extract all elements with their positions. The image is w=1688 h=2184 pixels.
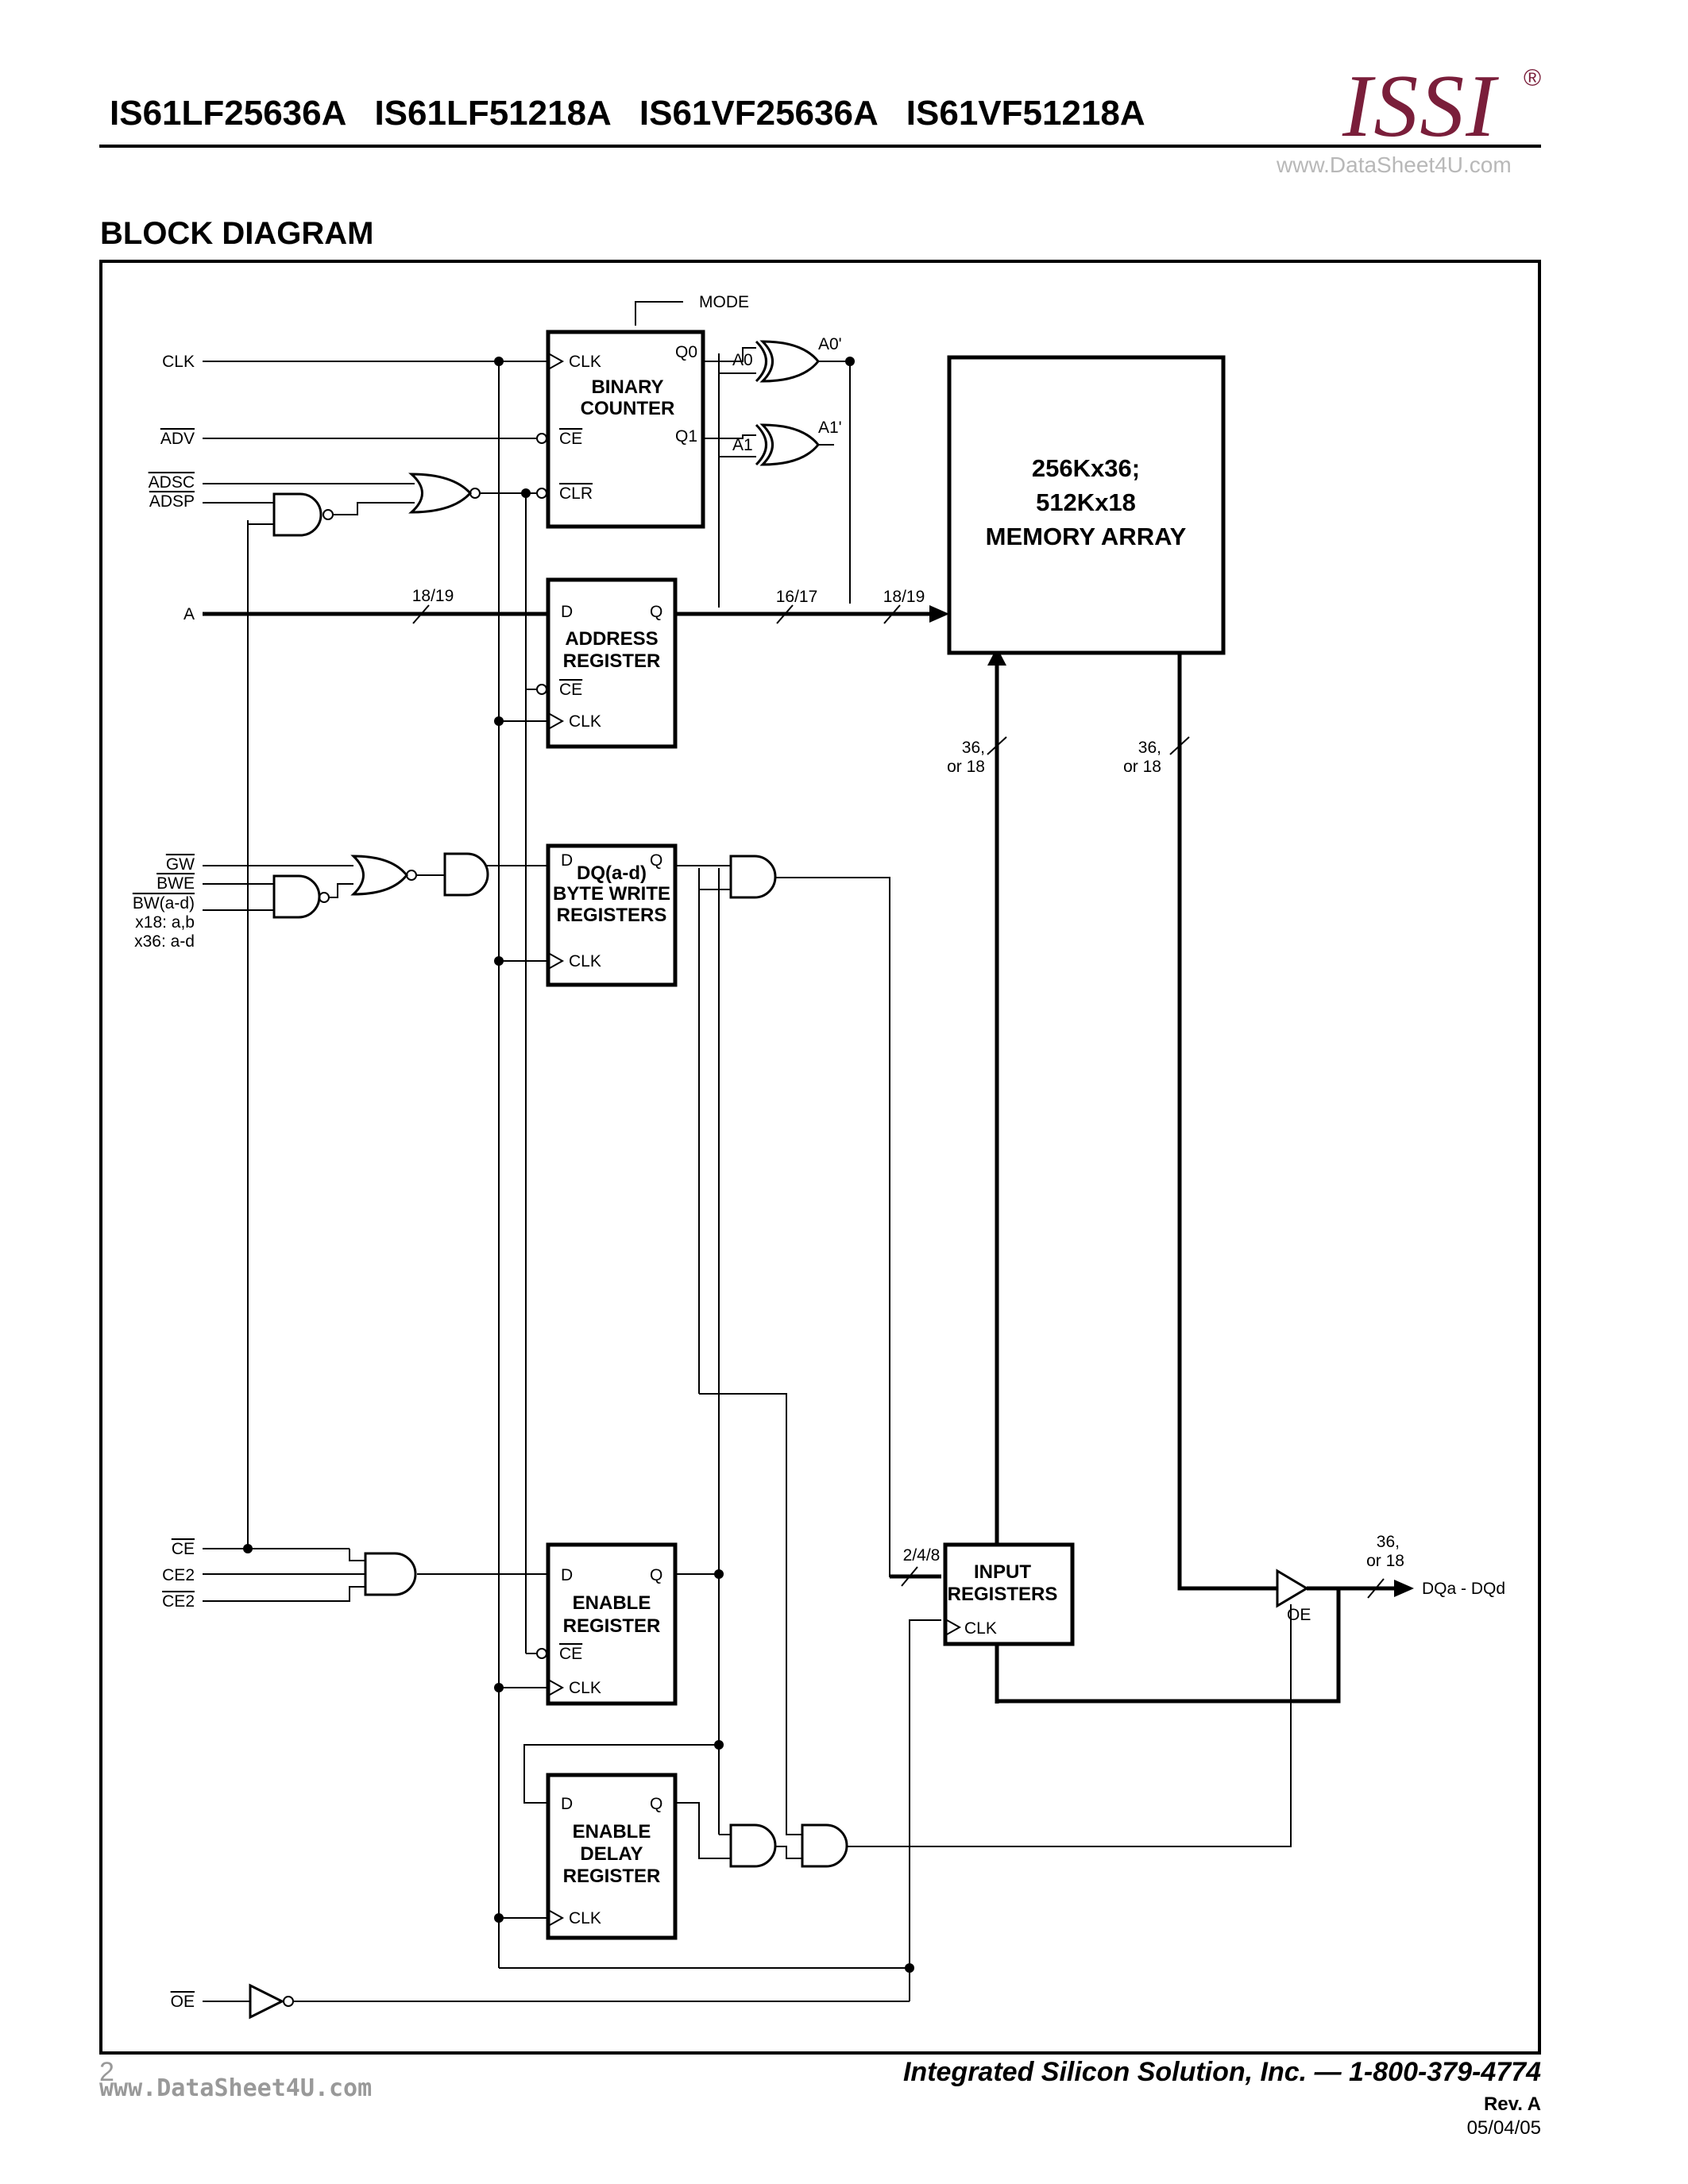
counter-ce-pin: CE bbox=[559, 430, 582, 448]
en-q-pin: Q bbox=[650, 1566, 662, 1584]
addr-d-pin: D bbox=[561, 603, 573, 621]
ce-input-label: CE bbox=[172, 1540, 195, 1558]
bus-in-width-2: or 18 bbox=[947, 758, 985, 776]
counter-clk-pin: CLK bbox=[569, 353, 601, 371]
addr-clk-pin: CLK bbox=[569, 712, 601, 731]
section-title: BLOCK DIAGRAM bbox=[100, 216, 374, 251]
ed-q-pin: Q bbox=[650, 1795, 662, 1813]
en-title-2: REGISTER bbox=[563, 1615, 661, 1637]
bw-input-label: BW(a-d) bbox=[133, 894, 195, 913]
oe-buffer-label: OE bbox=[1287, 1606, 1311, 1624]
counter-title-2: COUNTER bbox=[581, 398, 675, 419]
issi-logo: ISSI bbox=[1342, 57, 1497, 156]
mode-label: MODE bbox=[699, 293, 749, 311]
revision-date: 05/04/05 bbox=[1466, 2117, 1541, 2139]
bus-dq-width-1: 36, bbox=[1377, 1533, 1400, 1551]
ed-title-3: REGISTER bbox=[563, 1866, 661, 1887]
bw-q-pin: Q bbox=[650, 851, 662, 870]
bus-dq-width-2: or 18 bbox=[1366, 1552, 1404, 1570]
ed-title-1: ENABLE bbox=[573, 1821, 651, 1843]
addr-title-2: REGISTER bbox=[563, 650, 661, 672]
counter-clr-pin: CLR bbox=[559, 484, 593, 503]
page-number: 2 bbox=[99, 2057, 114, 2087]
watermark-top: www.DataSheet4U.com bbox=[1277, 152, 1512, 177]
bus-in-width-1: 36, bbox=[962, 739, 985, 757]
bus-a-width: 18/19 bbox=[412, 587, 454, 605]
bw-title-2: BYTE WRITE bbox=[553, 883, 670, 905]
addr-title-1: ADDRESS bbox=[565, 628, 658, 650]
addr-q-pin: Q bbox=[650, 603, 662, 621]
diagram-frame bbox=[99, 260, 1541, 2055]
en-d-pin: D bbox=[561, 1566, 573, 1584]
bwe-input-label: BWE bbox=[156, 874, 195, 893]
mem-title-3: MEMORY ARRAY bbox=[986, 523, 1187, 550]
adv-input-label: ADV bbox=[160, 430, 195, 448]
mem-title-1: 256Kx36; bbox=[1032, 454, 1140, 482]
a0-prime-label: A0' bbox=[818, 335, 842, 353]
mem-title-2: 512Kx18 bbox=[1036, 488, 1136, 516]
inreg-title-1: INPUT bbox=[974, 1561, 1031, 1583]
bus-out-width-1: 36, bbox=[1138, 739, 1161, 757]
bus-out-width-2: or 18 bbox=[1123, 758, 1161, 776]
gw-input-label: GW bbox=[166, 855, 195, 874]
bw-title-1: DQ(a-d) bbox=[577, 862, 647, 884]
dq-output-label: DQa - DQd bbox=[1422, 1580, 1505, 1598]
watermark-bottom: www.DataSheet4U.com bbox=[99, 2074, 373, 2102]
a1-prime-label: A1' bbox=[818, 419, 842, 437]
addr-ce-pin: CE bbox=[559, 681, 582, 699]
bus-q-width: 16/17 bbox=[776, 588, 818, 606]
company-contact: Integrated Silicon Solution, Inc. — 1-80… bbox=[902, 2057, 1541, 2087]
inreg-clk-pin: CLK bbox=[964, 1619, 997, 1638]
ed-d-pin: D bbox=[561, 1795, 573, 1813]
en-title-1: ENABLE bbox=[573, 1592, 651, 1614]
registered-mark: ® bbox=[1524, 65, 1542, 91]
clk-input-label: CLK bbox=[162, 353, 195, 371]
en-clk-pin: CLK bbox=[569, 1679, 601, 1697]
x18-note: x18: a,b bbox=[135, 913, 195, 932]
revision: Rev. A bbox=[1483, 2093, 1541, 2115]
counter-q1-pin: Q1 bbox=[675, 427, 697, 446]
bus-mem-width: 18/19 bbox=[883, 588, 925, 606]
counter-title-1: BINARY bbox=[591, 376, 663, 398]
oe-input-label: OE bbox=[171, 1993, 195, 2011]
ce2-input-label: CE2 bbox=[162, 1566, 195, 1584]
a-input-label: A bbox=[183, 605, 195, 623]
bus-248-width: 2/4/8 bbox=[903, 1546, 941, 1565]
counter-q0-pin: Q0 bbox=[675, 343, 697, 361]
x36-note: x36: a-d bbox=[134, 932, 195, 951]
adsp-input-label: ADSP bbox=[149, 492, 195, 511]
bw-title-3: REGISTERS bbox=[557, 905, 667, 926]
ce2b-input-label: CE2 bbox=[162, 1592, 195, 1611]
bw-clk-pin: CLK bbox=[569, 952, 601, 970]
inreg-title-2: REGISTERS bbox=[948, 1584, 1058, 1605]
ed-clk-pin: CLK bbox=[569, 1909, 601, 1927]
adsc-input-label: ADSC bbox=[149, 473, 195, 492]
bw-d-pin: D bbox=[561, 851, 573, 870]
ed-title-2: DELAY bbox=[580, 1843, 643, 1865]
a1-label: A1 bbox=[732, 436, 753, 454]
en-ce-pin: CE bbox=[559, 1645, 582, 1663]
part-numbers-title: IS61LF25636A IS61LF51218A IS61VF25636A I… bbox=[110, 94, 1145, 133]
header-rule bbox=[99, 145, 1541, 148]
a0-label: A0 bbox=[732, 351, 753, 369]
